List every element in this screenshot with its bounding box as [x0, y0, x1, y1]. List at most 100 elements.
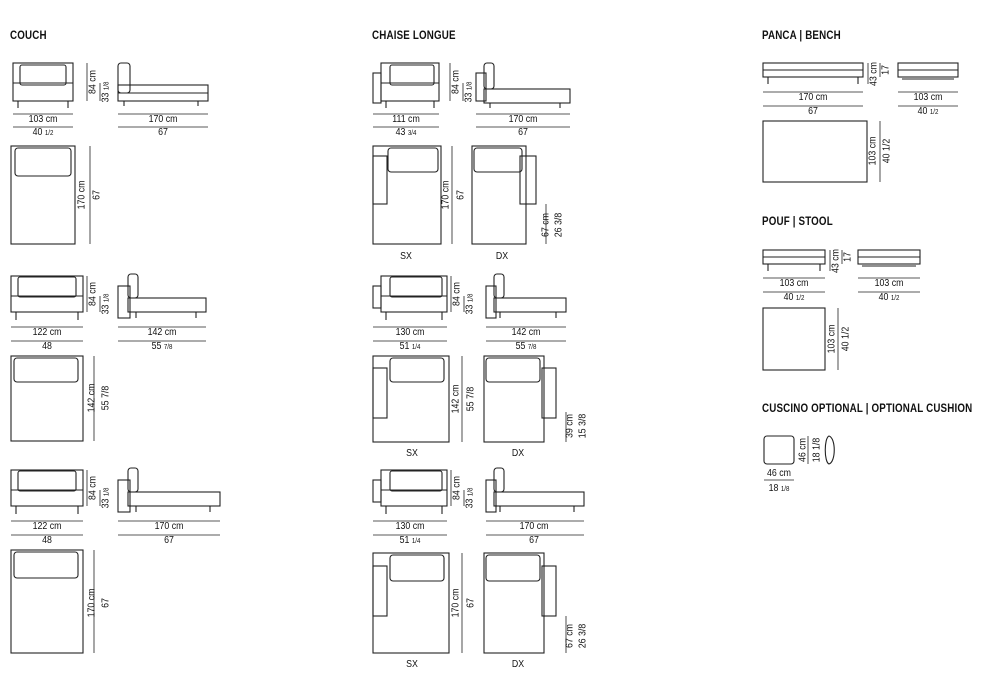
- dim-width-in: 67: [808, 106, 818, 117]
- dim-chaise-width-cm: 39 cm: [564, 414, 576, 438]
- dim-length-cm: 142 cm: [147, 327, 177, 338]
- side-label-sx: SX: [400, 251, 412, 262]
- dim-width-cm: 103 cm: [779, 278, 809, 289]
- dimension-lines-stool: [763, 250, 920, 293]
- dim-width-cm: 111 cm: [392, 114, 420, 125]
- side-label-sx: SX: [406, 659, 418, 670]
- dimension-lines-couch-2: [11, 276, 206, 342]
- dim-height-cm: 84 cm: [87, 476, 99, 500]
- dim-depth-in: 55 7/8: [100, 385, 112, 411]
- dim-in-value: 33: [100, 498, 112, 509]
- dim-height-cm: 43 cm: [830, 249, 842, 273]
- dim-depth-cm: 170 cm: [440, 180, 452, 210]
- chaise-plan-dx-3: [483, 552, 567, 654]
- dim-in-fraction: 1/8: [103, 487, 111, 497]
- dim-cushion-width-cm: 46 cm: [767, 468, 791, 479]
- dim-in-fraction: 1/8: [467, 487, 475, 497]
- dim-length-in: 55 7/8: [152, 341, 173, 352]
- dim-width-cm: 130 cm: [395, 521, 425, 532]
- dim-in-value: 33: [464, 498, 476, 509]
- dim-width-in: 51 1/4: [400, 341, 421, 352]
- dim-height-in: 17: [880, 65, 892, 75]
- chaise-front-view-2: [372, 275, 448, 320]
- couch-front-view-1: [12, 62, 74, 108]
- chaise-front-view-1: [372, 62, 440, 108]
- cushion-front-view: [763, 435, 795, 465]
- dim-height-in: 17: [842, 252, 854, 262]
- dim-depth-cm: 103 cm: [874, 278, 904, 289]
- dim-in-value: 51: [399, 535, 410, 546]
- dim-height-cm: 84 cm: [87, 70, 99, 94]
- side-label-sx: SX: [406, 448, 418, 459]
- dim-width-cm: 130 cm: [395, 327, 425, 338]
- dim-in-value: 33: [464, 304, 476, 315]
- section-title-couch: COUCH: [10, 30, 47, 42]
- couch-front-view-2: [10, 275, 84, 320]
- dim-width-in: 43 3/4: [396, 127, 417, 138]
- dim-length-in: 67: [164, 535, 174, 546]
- dim-seat-height: 33 1/8: [464, 82, 475, 103]
- chaise-plan-dx-1: [471, 145, 547, 245]
- chaise-plan-sx-2: [372, 355, 463, 443]
- dim-seat-height: 33 1/8: [101, 82, 112, 103]
- dim-width-cm: 122 cm: [32, 521, 62, 532]
- dim-width-in: 40 1/2: [784, 292, 805, 303]
- dim-height-cm: 84 cm: [87, 282, 99, 306]
- dim-depth-cm: 142 cm: [450, 384, 462, 414]
- stool-side-view: [857, 249, 921, 267]
- couch-side-view-1: [117, 62, 209, 106]
- dim-chaise-width-in: 26 3/8: [577, 623, 589, 649]
- dim-in-fraction: 1/2: [929, 109, 939, 116]
- dim-width-in: 40 1/2: [33, 127, 54, 138]
- stool-front-view: [762, 249, 826, 271]
- dim-in-fraction: 1/8: [780, 486, 790, 493]
- dim-depth-in: 67: [100, 598, 112, 608]
- dim-seat-height: 33 1/8: [465, 294, 476, 315]
- dim-in-fraction: 1/8: [103, 293, 111, 303]
- dim-length-in: 67: [518, 127, 528, 138]
- dimension-lines-chaise-3: [373, 470, 584, 536]
- dim-length-cm: 142 cm: [511, 327, 541, 338]
- dim-width-cm: 170 cm: [798, 92, 828, 103]
- section-title-bench: PANCA | BENCH: [762, 30, 841, 42]
- dim-depth-in: 40 1/2: [879, 292, 900, 303]
- chaise-plan-sx-3: [372, 552, 463, 654]
- dim-length-cm: 170 cm: [148, 114, 178, 125]
- dim-in-value: 55: [151, 341, 162, 352]
- dim-seat-height: 33 1/8: [101, 294, 112, 315]
- dim-in-value: 43: [395, 127, 406, 138]
- section-title-stool: POUF | STOOL: [762, 216, 833, 228]
- dim-in-fraction: 3/4: [407, 130, 417, 137]
- chaise-front-view-3: [372, 469, 448, 514]
- dim-in-value: 18: [768, 483, 779, 494]
- dim-in-value: 33: [463, 92, 475, 103]
- couch-plan-view-3: [10, 549, 95, 654]
- dim-width-in: 51 1/4: [400, 535, 421, 546]
- dim-length-cm: 170 cm: [154, 521, 184, 532]
- dim-in-fraction: 7/8: [527, 344, 537, 351]
- section-title-cushion: CUSCINO OPTIONAL | OPTIONAL CUSHION: [762, 403, 973, 415]
- dim-in-fraction: 1/8: [466, 81, 474, 91]
- couch-plan-view-2: [10, 355, 95, 442]
- dim-cushion-height-cm: 46 cm: [797, 438, 809, 462]
- couch-front-view-3: [10, 469, 84, 514]
- chaise-side-view-1: [475, 62, 571, 108]
- dim-plan-depth-cm: 103 cm: [867, 136, 879, 166]
- dim-seat-height: 33 1/8: [101, 488, 112, 509]
- dim-chaise-width-in: 15 3/8: [577, 413, 589, 439]
- dim-in-value: 40: [878, 292, 889, 303]
- dim-in-fraction: 1/2: [890, 295, 900, 302]
- dim-depth-in: 67: [465, 598, 477, 608]
- dim-depth-in: 40 1/2: [918, 106, 939, 117]
- bench-side-view: [897, 62, 959, 80]
- dim-in-value: 33: [100, 92, 112, 103]
- dim-cushion-width-in: 18 1/8: [769, 483, 790, 494]
- stool-plan-view: [762, 307, 839, 371]
- dim-length-in: 67: [529, 535, 539, 546]
- dim-chaise-width-in: 26 3/8: [553, 212, 565, 238]
- dim-in-fraction: 1/4: [411, 538, 421, 545]
- dim-cushion-height-in: 18 1/8: [811, 437, 823, 463]
- dim-in-fraction: 1/8: [467, 293, 475, 303]
- dim-in-fraction: 7/8: [163, 344, 173, 351]
- dim-in-value: 40: [917, 106, 928, 117]
